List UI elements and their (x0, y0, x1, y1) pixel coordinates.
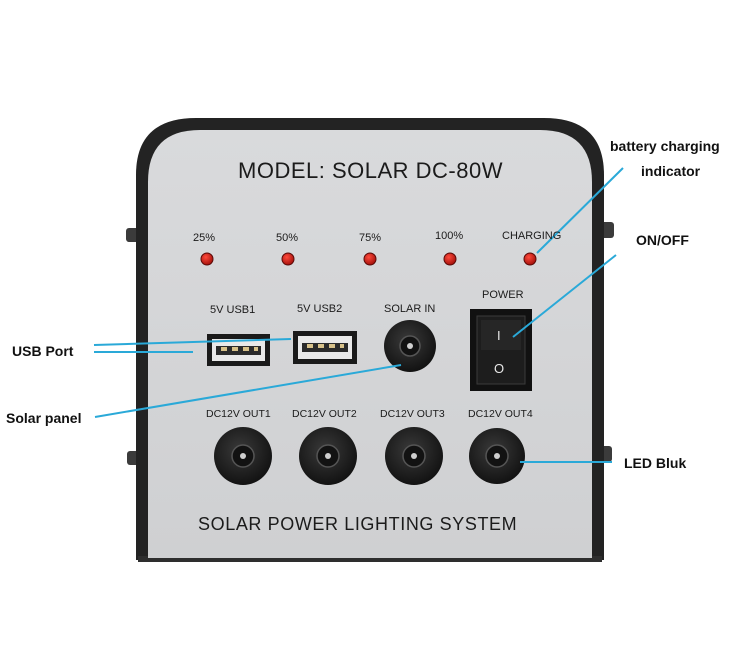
power-switch (470, 309, 532, 391)
dc-output-jacks (214, 427, 525, 485)
callout-usb: USB Port (12, 343, 74, 359)
indicator-label-50: 50% (276, 232, 299, 244)
indicator-leds (200, 252, 537, 266)
callout-onoff: ON/OFF (636, 232, 689, 248)
power-label: POWER (482, 289, 524, 301)
callout-led: LED Bluk (624, 455, 687, 471)
footer-title: SOLAR POWER LIGHTING SYSTEM (198, 514, 518, 534)
usb-port-1 (207, 334, 270, 366)
usb1-label: 5V USB1 (210, 304, 256, 316)
indicator-label-100: 100% (435, 230, 464, 242)
usb-port-2 (293, 331, 357, 364)
out1-label: DC12V OUT1 (206, 408, 271, 420)
indicator-label-75: 75% (359, 232, 382, 244)
indicator-label-25: 25% (193, 232, 216, 244)
indicator-label-charging: CHARGING (502, 230, 562, 242)
model-title: MODEL: SOLAR DC-80W (238, 158, 503, 183)
out4-label: DC12V OUT4 (468, 408, 533, 420)
solar-in-jack (384, 320, 436, 372)
switch-off-mark: O (494, 361, 505, 376)
switch-on-mark: I (497, 328, 501, 343)
out2-label: DC12V OUT2 (292, 408, 357, 420)
callout-battery-line2: indicator (641, 163, 701, 179)
callout-lines (93, 167, 624, 463)
callout-solar: Solar panel (6, 410, 82, 426)
out3-label: DC12V OUT3 (380, 408, 445, 420)
usb2-label: 5V USB2 (297, 303, 343, 315)
callout-battery-line1: battery charging (610, 138, 720, 154)
solar-in-label: SOLAR IN (384, 303, 436, 315)
